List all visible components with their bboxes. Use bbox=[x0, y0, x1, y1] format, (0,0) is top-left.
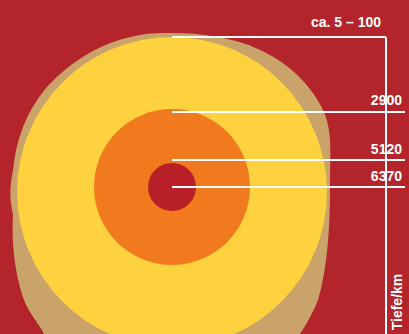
earth-mantle bbox=[17, 37, 327, 334]
leader-line bbox=[172, 36, 386, 38]
leader-line bbox=[172, 159, 405, 161]
axis-label: Tiefe/km bbox=[389, 273, 405, 330]
depth-value: ca. 5 – 100 bbox=[311, 14, 381, 30]
depth-value: 2900 bbox=[371, 92, 402, 108]
depth-value: 5120 bbox=[371, 141, 402, 157]
depth-axis bbox=[385, 37, 387, 334]
leader-line bbox=[172, 111, 405, 113]
depth-value: 6370 bbox=[371, 168, 402, 184]
leader-line bbox=[172, 186, 405, 188]
